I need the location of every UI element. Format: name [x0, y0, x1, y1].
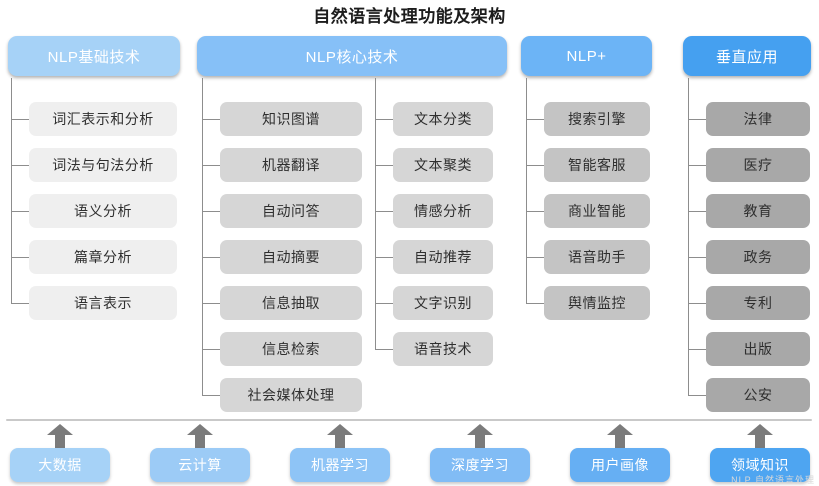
item-core-right-5[interactable]: 语音技术	[393, 332, 493, 366]
item-vertical-6[interactable]: 公安	[706, 378, 810, 412]
connector-stub-basic-3	[11, 257, 29, 258]
header-nlp-basic[interactable]: NLP基础技术	[8, 36, 180, 76]
header-nlp-plus[interactable]: NLP+	[521, 36, 652, 76]
item-vertical-4[interactable]: 专利	[706, 286, 810, 320]
connector-trunk-plus	[526, 78, 527, 303]
connector-stub-vertical-3	[688, 257, 706, 258]
item-basic-1[interactable]: 词法与句法分析	[29, 148, 177, 182]
connector-stub-core-left-2	[202, 211, 220, 212]
connector-trunk-core-right	[375, 78, 376, 349]
item-core-right-2[interactable]: 情感分析	[393, 194, 493, 228]
up-arrow-icon-1	[187, 424, 213, 448]
watermark-text: NLP 自然语言处理	[731, 475, 815, 485]
connector-stub-basic-4	[11, 303, 29, 304]
connector-stub-plus-4	[526, 303, 544, 304]
item-basic-2[interactable]: 语义分析	[29, 194, 177, 228]
up-arrow-icon-4	[607, 424, 633, 448]
connector-stub-plus-0	[526, 119, 544, 120]
connector-stub-core-left-6	[202, 395, 220, 396]
item-plus-1[interactable]: 智能客服	[544, 148, 650, 182]
up-arrow-icon-0	[47, 424, 73, 448]
connector-stub-vertical-1	[688, 165, 706, 166]
up-arrow-icon-3	[467, 424, 493, 448]
connector-stub-core-right-1	[375, 165, 393, 166]
up-arrow-icon-5	[747, 424, 773, 448]
connector-trunk-basic	[11, 78, 12, 303]
connector-stub-vertical-2	[688, 211, 706, 212]
connector-stub-plus-2	[526, 211, 544, 212]
connector-stub-core-right-4	[375, 303, 393, 304]
connector-stub-basic-1	[11, 165, 29, 166]
connector-stub-core-left-5	[202, 349, 220, 350]
foundation-item-5[interactable]: 领域知识	[710, 448, 810, 482]
item-core-right-1[interactable]: 文本聚类	[393, 148, 493, 182]
connector-stub-core-right-3	[375, 257, 393, 258]
foundation-item-1[interactable]: 云计算	[150, 448, 250, 482]
foundation-item-2[interactable]: 机器学习	[290, 448, 390, 482]
connector-stub-core-right-5	[375, 349, 393, 350]
item-plus-0[interactable]: 搜索引擎	[544, 102, 650, 136]
connector-trunk-core-left	[202, 78, 203, 395]
item-plus-3[interactable]: 语音助手	[544, 240, 650, 274]
connector-stub-core-left-1	[202, 165, 220, 166]
item-core-right-3[interactable]: 自动推荐	[393, 240, 493, 274]
item-basic-3[interactable]: 篇章分析	[29, 240, 177, 274]
connector-stub-basic-0	[11, 119, 29, 120]
up-arrow-icon-2	[327, 424, 353, 448]
item-basic-0[interactable]: 词汇表示和分析	[29, 102, 177, 136]
connector-stub-vertical-5	[688, 349, 706, 350]
connector-stub-core-right-0	[375, 119, 393, 120]
foundation-divider	[6, 419, 812, 421]
page-title: 自然语言处理功能及架构	[313, 7, 506, 26]
item-core-left-4[interactable]: 信息抽取	[220, 286, 362, 320]
item-vertical-3[interactable]: 政务	[706, 240, 810, 274]
item-core-right-4[interactable]: 文字识别	[393, 286, 493, 320]
item-vertical-1[interactable]: 医疗	[706, 148, 810, 182]
connector-stub-vertical-0	[688, 119, 706, 120]
item-vertical-0[interactable]: 法律	[706, 102, 810, 136]
connector-stub-vertical-4	[688, 303, 706, 304]
item-core-left-2[interactable]: 自动问答	[220, 194, 362, 228]
foundation-item-4[interactable]: 用户画像	[570, 448, 670, 482]
item-core-left-0[interactable]: 知识图谱	[220, 102, 362, 136]
item-core-left-1[interactable]: 机器翻译	[220, 148, 362, 182]
connector-stub-core-right-2	[375, 211, 393, 212]
connector-stub-core-left-0	[202, 119, 220, 120]
header-vertical-apps[interactable]: 垂直应用	[683, 36, 811, 76]
item-core-left-6[interactable]: 社会媒体处理	[220, 378, 362, 412]
connector-stub-core-left-3	[202, 257, 220, 258]
header-nlp-core[interactable]: NLP核心技术	[197, 36, 507, 76]
item-core-left-5[interactable]: 信息检索	[220, 332, 362, 366]
connector-stub-plus-1	[526, 165, 544, 166]
connector-stub-core-left-4	[202, 303, 220, 304]
connector-stub-vertical-6	[688, 395, 706, 396]
item-plus-4[interactable]: 舆情监控	[544, 286, 650, 320]
item-core-left-3[interactable]: 自动摘要	[220, 240, 362, 274]
connector-stub-plus-3	[526, 257, 544, 258]
item-plus-2[interactable]: 商业智能	[544, 194, 650, 228]
connector-stub-basic-2	[11, 211, 29, 212]
item-vertical-5[interactable]: 出版	[706, 332, 810, 366]
item-vertical-2[interactable]: 教育	[706, 194, 810, 228]
item-basic-4[interactable]: 语言表示	[29, 286, 177, 320]
connector-trunk-vertical	[688, 78, 689, 395]
item-core-right-0[interactable]: 文本分类	[393, 102, 493, 136]
foundation-item-3[interactable]: 深度学习	[430, 448, 530, 482]
foundation-item-0[interactable]: 大数据	[10, 448, 110, 482]
